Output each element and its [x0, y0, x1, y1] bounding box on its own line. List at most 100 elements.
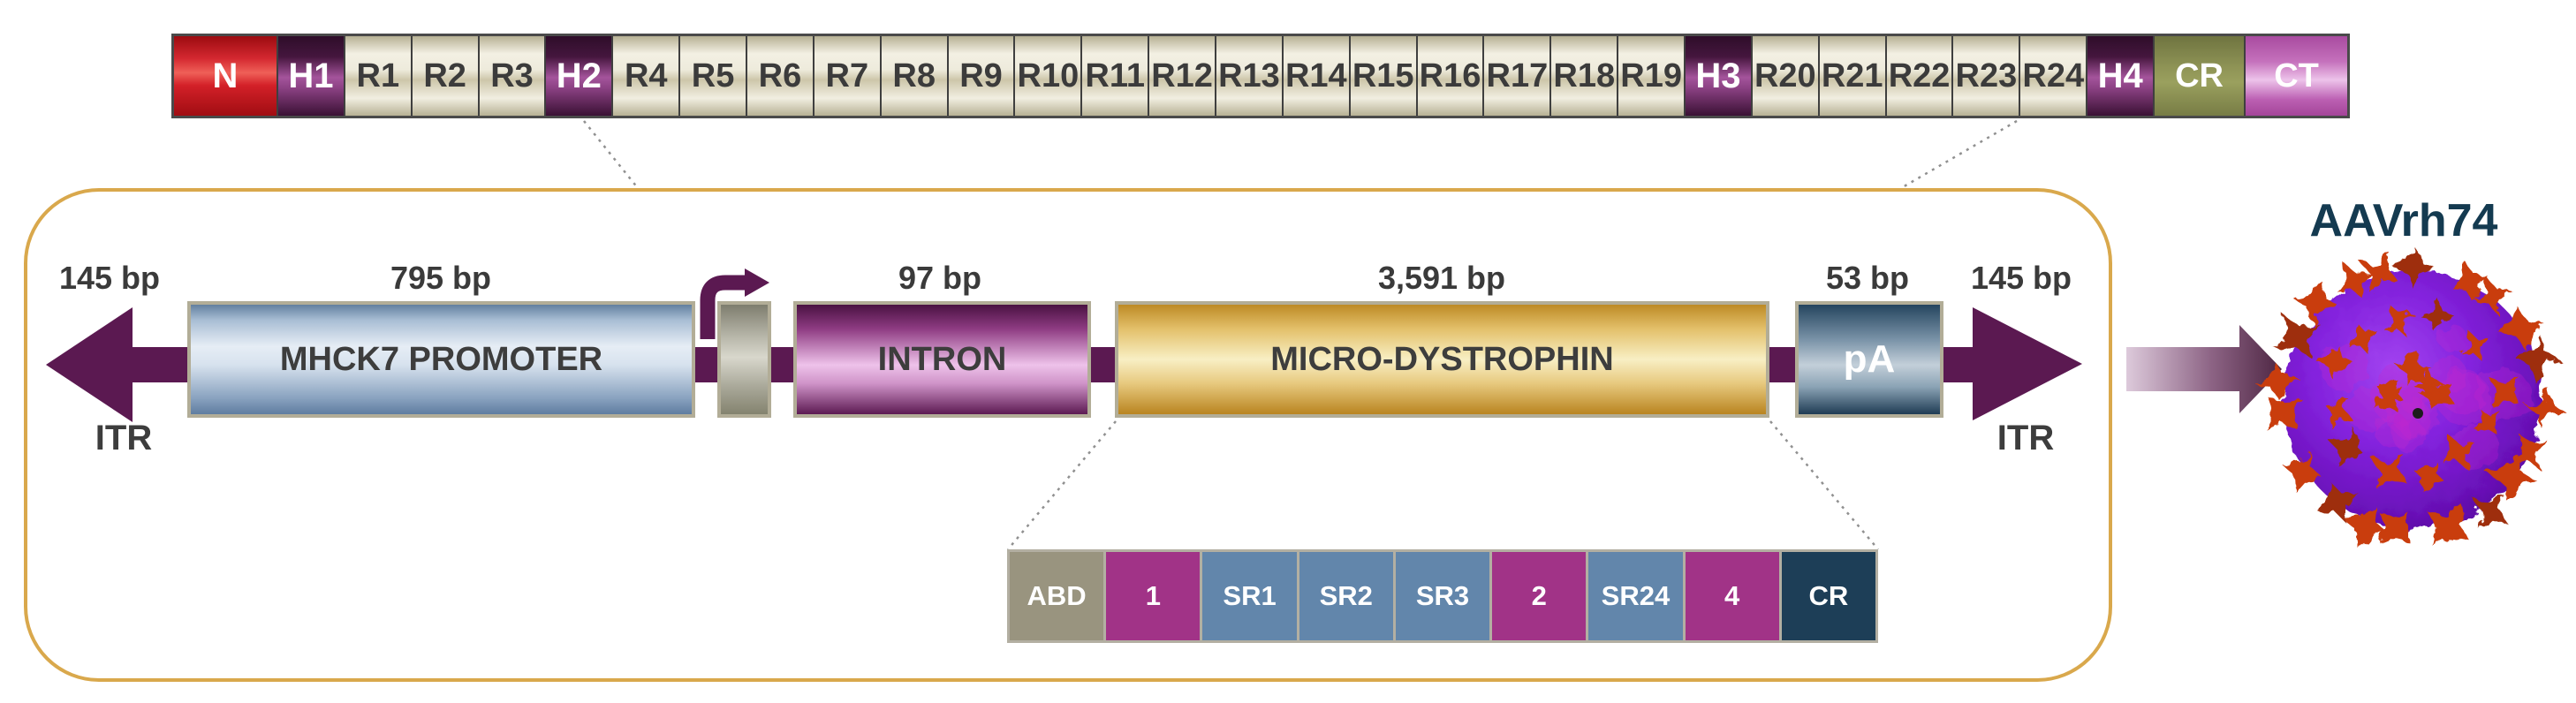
- micro-domain-segment-cr: CR: [1781, 552, 1875, 640]
- domain-segment-r5: R5: [680, 36, 748, 116]
- domain-segment-label: H4: [2097, 56, 2143, 95]
- domain-segment-h4: H4: [2087, 36, 2156, 116]
- domain-segment-r20: R20: [1752, 36, 1820, 116]
- guide-line-r24-to-frame: [1900, 119, 2018, 190]
- domain-segment-n: N: [174, 36, 278, 116]
- domain-segment-label: R13: [1218, 57, 1280, 94]
- domain-segment-r2: R2: [412, 36, 480, 116]
- domain-segment-label: H2: [556, 56, 602, 95]
- spacer-box: [717, 301, 771, 418]
- domain-segment-r14: R14: [1283, 36, 1351, 116]
- domain-segment-r22: R22: [1886, 36, 1954, 116]
- domain-segment-r24: R24: [2020, 36, 2088, 116]
- domain-segment-label: H1: [288, 56, 334, 95]
- domain-segment-r23: R23: [1953, 36, 2021, 116]
- domain-segment-ct: CT: [2246, 36, 2348, 116]
- domain-segment-label: R10: [1017, 57, 1080, 94]
- micro-domain-segment-label: SR24: [1601, 580, 1671, 611]
- left-itr-arrow: [46, 307, 133, 422]
- micro-domain-segment-2: 2: [1492, 552, 1589, 640]
- micro-domain-segment-sr3: SR3: [1395, 552, 1493, 640]
- vector-name-label: AAVrh74: [2309, 195, 2498, 246]
- domain-segment-label: R4: [624, 57, 668, 94]
- domain-segment-label: R15: [1352, 57, 1414, 94]
- domain-segment-r13: R13: [1216, 36, 1284, 116]
- micro-domain-segment-label: 1: [1145, 580, 1161, 611]
- domain-segment-label: R19: [1620, 57, 1682, 94]
- domain-segment-label: R11: [1085, 57, 1146, 94]
- transcription-start-arrow: [700, 268, 769, 339]
- domain-segment-r18: R18: [1551, 36, 1619, 116]
- domain-segment-label: R20: [1754, 57, 1816, 94]
- domain-segment-h3: H3: [1686, 36, 1753, 116]
- domain-segment-r6: R6: [747, 36, 814, 116]
- domain-segment-r17: R17: [1484, 36, 1552, 116]
- domain-segment-cr: CR: [2155, 36, 2246, 116]
- domain-segment-r8: R8: [881, 36, 949, 116]
- micro-dystrophin-domain-bar: ABD 1 SR1 SR2 SR3 2 SR24 4 CR: [1007, 549, 1878, 643]
- domain-segment-label: R12: [1151, 57, 1213, 94]
- polya-size-label: 53 bp: [1825, 260, 1910, 296]
- domain-segment-label: R8: [892, 57, 936, 94]
- right-itr-arrow: [1973, 307, 2082, 420]
- domain-segment-r12: R12: [1149, 36, 1217, 116]
- domain-segment-label: CT: [2274, 57, 2319, 94]
- right-itr-label: ITR: [1996, 419, 2055, 457]
- domain-segment-label: R7: [825, 57, 869, 94]
- domain-segment-r16: R16: [1417, 36, 1485, 116]
- micro-domain-segment-label: CR: [1808, 580, 1849, 611]
- domain-segment-r15: R15: [1350, 36, 1418, 116]
- micro-dystrophin-box: MICRO-DYSTROPHIN: [1115, 301, 1769, 418]
- domain-segment-r1: R1: [345, 36, 413, 116]
- domain-segment-r19: R19: [1618, 36, 1686, 116]
- aav-capsid-image: [2255, 246, 2566, 550]
- micro-domain-segment-label: 4: [1724, 580, 1740, 611]
- domain-segment-h2: H2: [546, 36, 614, 116]
- micro-domain-segment-4: 4: [1685, 552, 1782, 640]
- domain-segment-label: R14: [1284, 57, 1347, 94]
- domain-segment-h1: H1: [278, 36, 345, 116]
- micro-domain-segment-1: 1: [1106, 552, 1203, 640]
- micro-domain-segment-sr1: SR1: [1202, 552, 1299, 640]
- domain-segment-r3: R3: [479, 36, 547, 116]
- capsid-pore-dot: [2413, 408, 2423, 419]
- transgene-size-label: 3,591 bp: [1377, 260, 1506, 296]
- domain-segment-label: R16: [1419, 57, 1481, 94]
- domain-segment-r10: R10: [1015, 36, 1083, 116]
- domain-segment-label: N: [212, 56, 239, 95]
- micro-domain-segment-label: ABD: [1027, 580, 1087, 611]
- domain-segment-r21: R21: [1819, 36, 1887, 116]
- domain-segment-label: R9: [959, 57, 1003, 94]
- micro-domain-segment-label: SR2: [1319, 580, 1373, 611]
- micro-domain-segment-label: SR3: [1415, 580, 1470, 611]
- delivery-arrow: [2126, 325, 2282, 413]
- domain-segment-label: R1: [356, 57, 400, 94]
- guide-line-h2-to-frame: [583, 120, 639, 189]
- domain-segment-label: CR: [2175, 57, 2224, 94]
- intron-box: INTRON: [793, 301, 1091, 418]
- domain-segment-label: R6: [758, 57, 802, 94]
- right-itr-size-label: 145 bp: [1970, 260, 2072, 296]
- domain-segment-label: R18: [1553, 57, 1616, 94]
- micro-domain-segment-label: SR1: [1223, 580, 1277, 611]
- polya-box: pA: [1795, 301, 1943, 418]
- cassette-frame: [24, 188, 2112, 682]
- micro-domain-segment-abd: ABD: [1010, 552, 1107, 640]
- left-itr-size-label: 145 bp: [58, 260, 161, 296]
- domain-segment-label: R22: [1888, 57, 1951, 94]
- promoter-size-label: 795 bp: [390, 260, 492, 296]
- polya-label: pA: [1843, 337, 1896, 381]
- domain-segment-label: R3: [490, 57, 534, 94]
- left-itr-label: ITR: [95, 419, 153, 457]
- domain-segment-label: R21: [1821, 57, 1883, 94]
- domain-segment-label: R23: [1955, 57, 2018, 94]
- domain-segment-r4: R4: [613, 36, 681, 116]
- micro-dystrophin-label: MICRO-DYSTROPHIN: [1270, 340, 1614, 378]
- micro-domain-segment-sr2: SR2: [1299, 552, 1396, 640]
- micro-domain-segment-sr24: SR24: [1588, 552, 1686, 640]
- domain-segment-label: H3: [1695, 56, 1741, 95]
- intron-size-label: 97 bp: [898, 260, 982, 296]
- promoter-label: MHCK7 PROMOTER: [279, 340, 603, 378]
- domain-segment-label: R24: [2022, 57, 2085, 94]
